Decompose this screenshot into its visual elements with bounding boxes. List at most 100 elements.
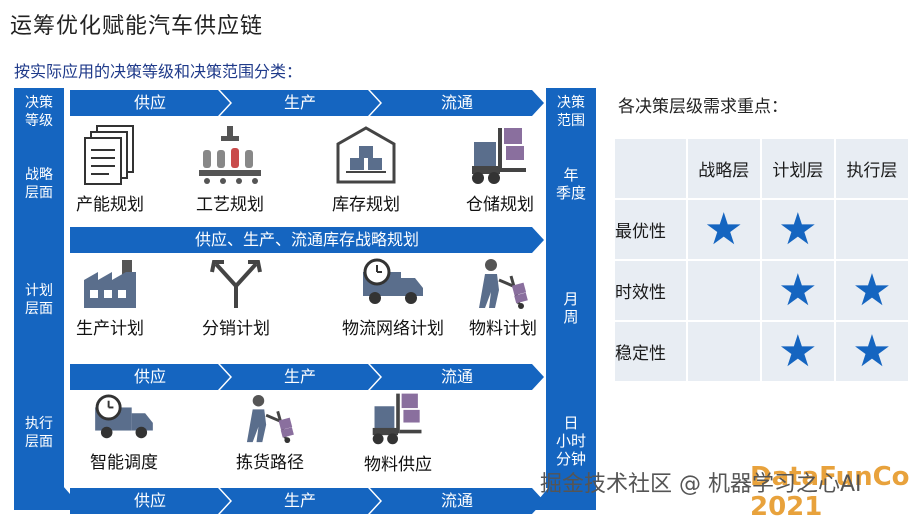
- level-line: 层面: [25, 185, 53, 201]
- flow-distribution: 流通: [370, 364, 544, 390]
- forklift-icon: [472, 128, 526, 184]
- range-line: 小时: [555, 432, 586, 450]
- table-cell: ★: [685, 198, 762, 261]
- requirements-title: 各决策层级需求重点：: [618, 97, 788, 117]
- flow-supply: 供应: [70, 488, 230, 514]
- decision-level-header: 决策 等级: [17, 94, 61, 130]
- item-material-supply: 物料供应: [356, 390, 440, 475]
- table-row: 稳定性 ★ ★: [613, 320, 910, 383]
- item-distribution-plan: 分销计划: [194, 258, 278, 339]
- level-line: 计划: [25, 283, 53, 299]
- assembly-line-icon: [199, 126, 261, 184]
- row-header: 稳定性: [613, 320, 688, 383]
- table-cell: [685, 259, 762, 322]
- table-cell: ★: [833, 320, 910, 383]
- range-line: 分钟: [555, 450, 586, 468]
- star-icon: ★: [778, 203, 818, 255]
- item-label: 生产计划: [76, 319, 144, 339]
- flow-bar-top: 供应 生产 流通: [70, 90, 544, 116]
- item-smart-dispatch: 智能调度: [82, 394, 166, 473]
- item-inventory-planning: 库存规划: [324, 124, 408, 215]
- range-line: 月: [563, 290, 579, 308]
- item-label: 智能调度: [90, 453, 158, 473]
- flow-production: 生产: [220, 90, 380, 116]
- page-subtitle: 按实际应用的决策等级和决策范围分类：: [14, 62, 303, 81]
- strategic-planning-bar: 供应、生产、流通库存战略规划: [70, 227, 544, 253]
- header-line: 范围: [557, 113, 585, 129]
- level-planning: 计划 层面: [17, 282, 61, 318]
- star-icon: ★: [852, 325, 892, 377]
- item-label: 物料供应: [364, 455, 432, 475]
- item-label: 工艺规划: [196, 195, 264, 215]
- range-line: 周: [563, 308, 579, 326]
- item-label: 产能规划: [76, 195, 144, 215]
- watermark-text: 掘金技术社区 @ 机器学习之心AI: [540, 472, 862, 497]
- table-cell: ★: [759, 198, 836, 261]
- flow-bar-middle: 供应 生产 流通: [70, 364, 544, 390]
- decision-level-column: [14, 88, 64, 488]
- item-label: 物料计划: [469, 319, 537, 339]
- flow-production: 生产: [220, 488, 380, 514]
- table-cell: ★: [759, 259, 836, 322]
- table-cell: ★: [833, 259, 910, 322]
- documents-icon: [84, 125, 134, 185]
- table-cell: ★: [759, 320, 836, 383]
- flow-bar-bottom: 供应 生产 流通: [70, 488, 544, 514]
- item-label: 拣货路径: [236, 453, 304, 473]
- item-logistics-network-plan: 物流网络计划: [334, 258, 452, 339]
- column-header: 执行层: [833, 137, 910, 200]
- level-line: 执行: [25, 416, 53, 432]
- level-line: 层面: [25, 434, 53, 450]
- flow-supply: 供应: [70, 364, 230, 390]
- warehouse-icon: [336, 126, 396, 184]
- hand-truck-worker-icon: [479, 259, 528, 309]
- delivery-truck-icon: [363, 258, 423, 304]
- table-row: 最优性 ★ ★: [613, 198, 910, 261]
- flow-supply: 供应: [70, 90, 230, 116]
- flow-distribution: 流通: [370, 90, 544, 116]
- range-line: 季度: [555, 184, 586, 202]
- item-label: 仓储规划: [466, 195, 534, 215]
- row-header: 最优性: [613, 198, 688, 261]
- header-line: 等级: [25, 113, 53, 129]
- table-row: 时效性 ★ ★: [613, 259, 910, 322]
- item-label: 库存规划: [332, 195, 400, 215]
- table-corner: [613, 137, 688, 200]
- item-picking-route: 拣货路径: [228, 394, 312, 473]
- header-line: 决策: [557, 95, 585, 111]
- item-label: 物流网络计划: [342, 319, 444, 339]
- hand-truck-worker-icon: [246, 394, 294, 444]
- star-icon: ★: [852, 264, 892, 316]
- range-month-week: 月 周: [549, 290, 593, 326]
- table-header-row: 战略层 计划层 执行层: [613, 137, 910, 200]
- star-icon: ★: [778, 325, 818, 377]
- row-header: 时效性: [613, 259, 688, 322]
- range-line: 日: [563, 414, 579, 432]
- decision-range-header: 决策 范围: [549, 94, 593, 130]
- item-production-plan: 生产计划: [70, 258, 150, 339]
- level-strategic: 战略 层面: [17, 166, 61, 202]
- range-year-quarter: 年 季度: [549, 166, 593, 202]
- item-warehouse-planning: 仓储规划: [458, 124, 542, 215]
- level-execution: 执行 层面: [17, 415, 61, 451]
- column-header: 战略层: [685, 137, 762, 200]
- star-icon: ★: [704, 203, 744, 255]
- split-arrow-icon: [210, 260, 262, 308]
- level-line: 战略: [25, 167, 53, 183]
- table-cell: [685, 320, 762, 383]
- delivery-truck-icon: [95, 394, 153, 439]
- item-capacity-planning: 产能规划: [70, 124, 150, 215]
- page-title: 运筹优化赋能汽车供应链: [10, 14, 264, 39]
- flow-distribution: 流通: [370, 488, 544, 514]
- range-day-hour-minute: 日 小时 分钟: [549, 414, 593, 468]
- factory-icon: [84, 260, 136, 308]
- requirements-table: 战略层 计划层 执行层 最优性 ★ ★ 时效性 ★ ★ 稳定性 ★ ★: [613, 137, 910, 383]
- decision-range-column: [546, 88, 596, 488]
- flow-production: 生产: [220, 364, 380, 390]
- forklift-icon: [372, 393, 422, 445]
- column-header: 计划层: [759, 137, 836, 200]
- header-line: 决策: [25, 95, 53, 111]
- level-line: 层面: [25, 301, 53, 317]
- item-label: 分销计划: [202, 319, 270, 339]
- item-process-planning: 工艺规划: [188, 124, 272, 215]
